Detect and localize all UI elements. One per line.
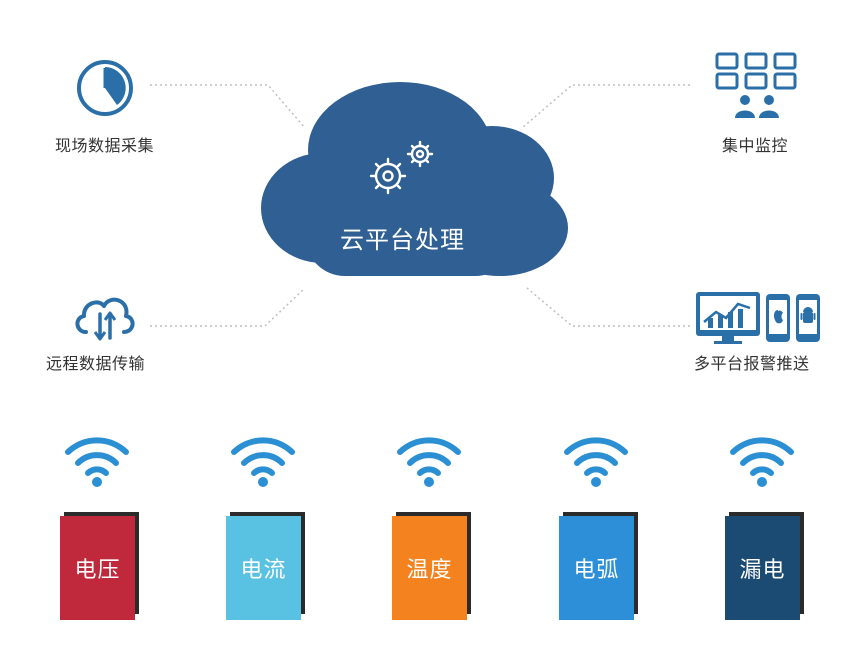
gears-icon — [369, 140, 434, 195]
sensor-leakage: 漏电 — [725, 512, 804, 620]
wifi-icon — [65, 437, 129, 487]
sensor-temperature: 温度 — [392, 512, 471, 620]
sensor-temperature-label: 温度 — [406, 558, 453, 583]
clock-icon — [77, 60, 133, 116]
multi-device-icon — [696, 292, 820, 344]
sensor-current-block: 电流 — [226, 516, 301, 620]
label-field-collection: 现场数据采集 — [55, 136, 155, 155]
sensor-voltage-block: 电压 — [60, 516, 135, 620]
monitor-grid-icon — [715, 52, 797, 118]
sensor-arc: 电弧 — [559, 512, 638, 620]
wifi-icon — [730, 437, 794, 487]
wifi-icon — [564, 437, 628, 487]
label-central-monitor: 集中监控 — [722, 136, 789, 155]
sensor-arc-label: 电弧 — [573, 558, 620, 583]
connector-remote-transfer — [150, 287, 306, 327]
sensor-temperature-block: 温度 — [392, 516, 467, 620]
sensor-leakage-label: 漏电 — [739, 558, 786, 583]
cloud-transfer-icon — [75, 297, 135, 341]
cloud-title: 云平台处理 — [340, 226, 465, 254]
sensor-current: 电流 — [226, 512, 305, 620]
connector-central-monitor — [521, 84, 690, 129]
wifi-icon — [397, 437, 461, 487]
sensor-voltage: 电压 — [60, 512, 139, 620]
sensor-arc-block: 电弧 — [559, 516, 634, 620]
sensor-current-label: 电流 — [240, 558, 287, 583]
sensor-voltage-label: 电压 — [74, 558, 121, 583]
wifi-icon — [231, 437, 295, 487]
sensor-leakage-block: 漏电 — [725, 516, 800, 620]
label-alarm-push: 多平台报警推送 — [694, 354, 810, 373]
connector-field-collection — [150, 84, 306, 129]
label-remote-transfer: 远程数据传输 — [46, 354, 146, 373]
